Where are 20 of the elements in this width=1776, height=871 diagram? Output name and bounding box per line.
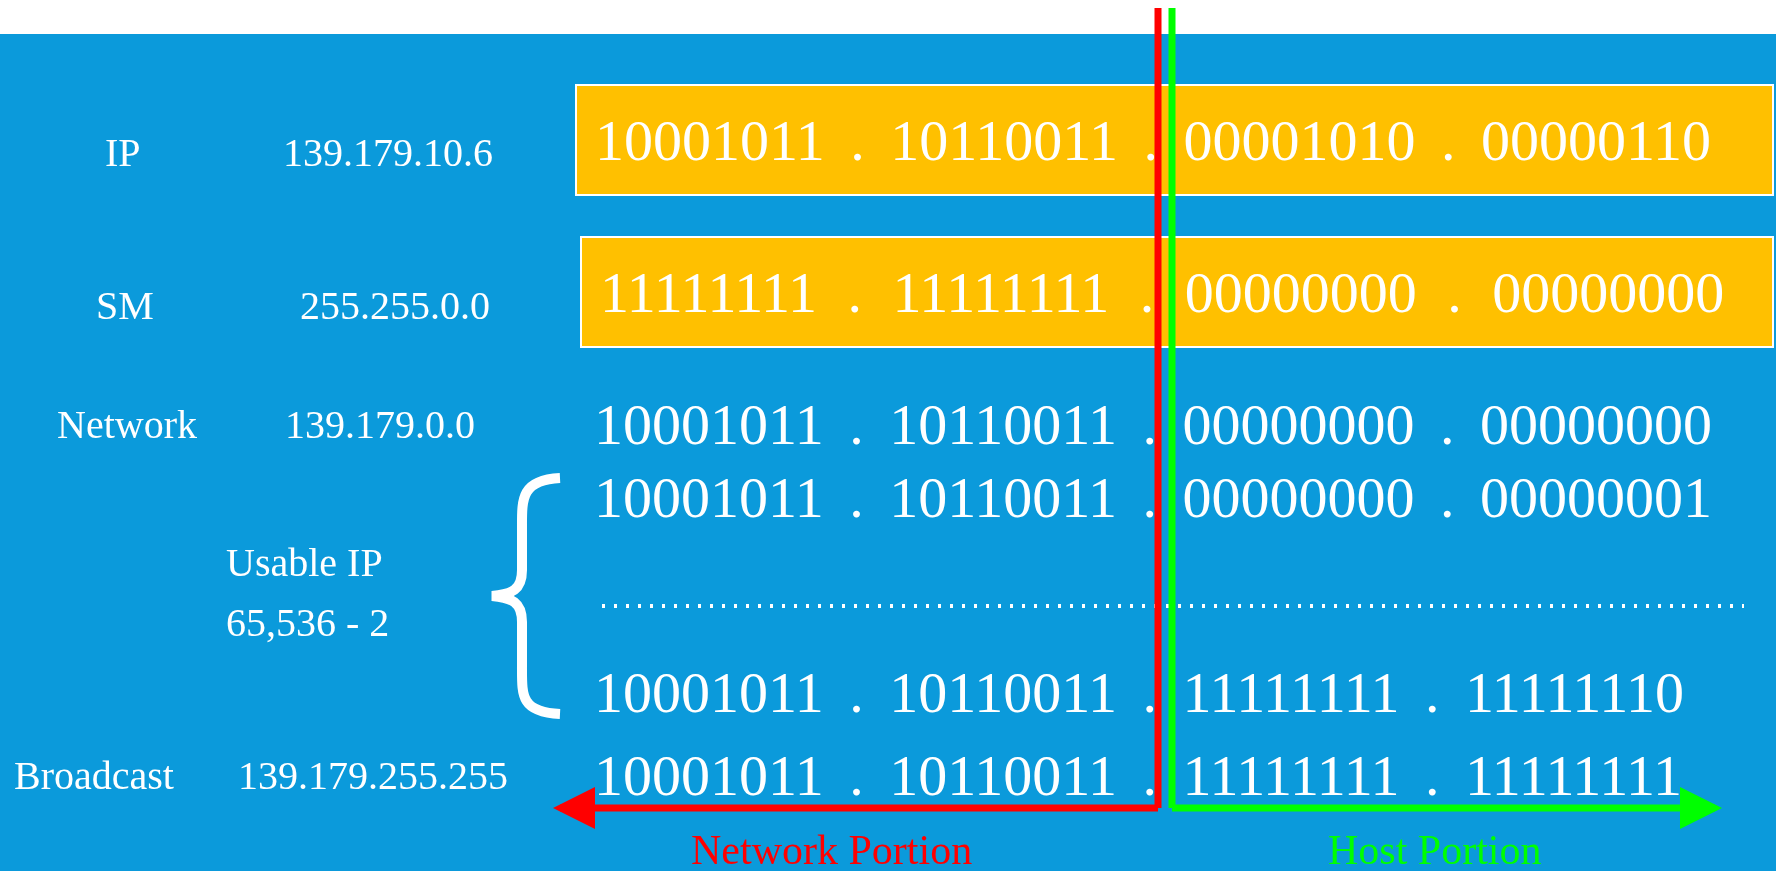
binary-address: 10001011 . 10110011 . 00000000 . 00000001	[594, 466, 1713, 530]
range-count: 65,536 - 2	[226, 601, 390, 645]
row-label: SM	[96, 284, 154, 328]
row-label: Usable IP	[226, 541, 383, 585]
binary-address: 10001011 . 10110011 . 00000000 . 00000000	[594, 393, 1713, 457]
binary-address: 11111111 . 11111111 . 00000000 . 00000000	[599, 258, 1725, 326]
binary-address: 10001011 . 10110011 . 00001010 . 00000110	[594, 106, 1711, 174]
address-text: 139.179.255.255	[238, 754, 508, 798]
address-text: 255.255.0.0	[300, 284, 490, 328]
binary-address: 10001011 . 10110011 . 11111111 . 11111110	[594, 661, 1685, 725]
portion-label: Network Portion	[691, 826, 973, 871]
row-label: IP	[105, 131, 141, 175]
binary-box	[575, 84, 1774, 196]
portion-label: Host Portion	[1328, 826, 1542, 871]
binary-box	[580, 236, 1774, 348]
row-label: Network	[57, 403, 197, 447]
row-label: Broadcast	[14, 754, 174, 798]
binary-address: 10001011 . 10110011 . 11111111 . 11111111	[594, 744, 1682, 808]
address-text: 139.179.0.0	[285, 403, 475, 447]
address-text: 139.179.10.6	[283, 131, 493, 175]
